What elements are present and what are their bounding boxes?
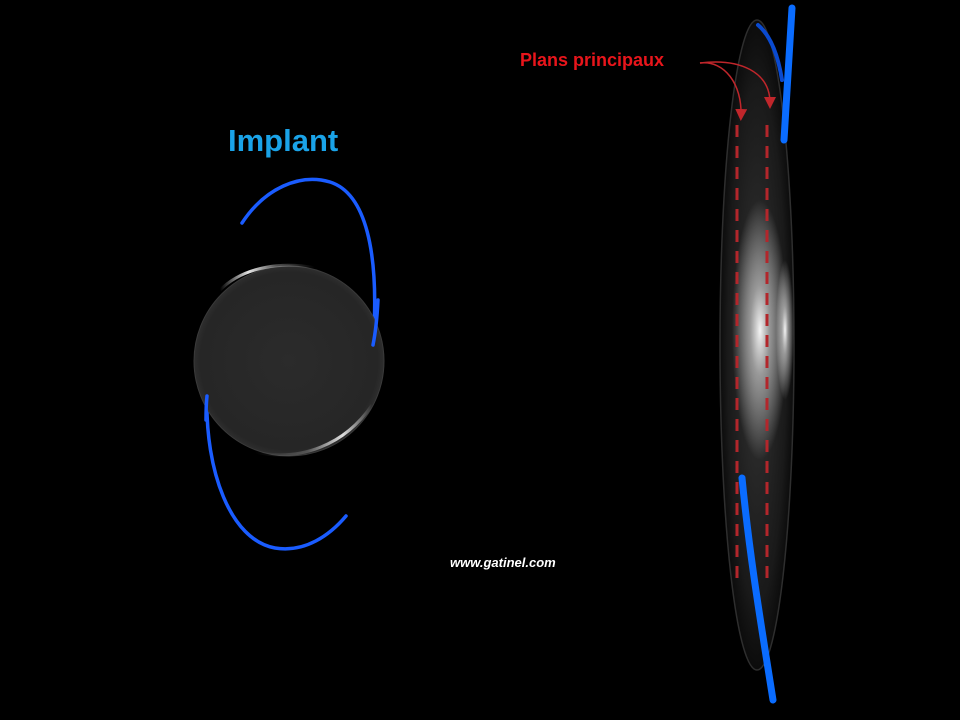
haptic-overlap-left	[204, 394, 209, 422]
side-lens-reflection-2	[776, 260, 794, 400]
pointer-arrow-2	[699, 61, 776, 109]
side-haptic-lower	[738, 474, 777, 704]
upper-haptic	[240, 177, 377, 347]
optic	[193, 265, 385, 457]
optic-highlight-top	[218, 263, 316, 292]
side-view-lens	[699, 4, 796, 704]
implant-label: Implant	[228, 123, 339, 158]
website-label: www.gatinel.com	[450, 555, 556, 570]
lower-haptic	[205, 394, 348, 551]
front-view-lens	[193, 177, 385, 551]
optic-highlight-bottom	[254, 404, 374, 457]
haptic-overlap-right	[371, 298, 380, 347]
side-haptic-upper	[780, 4, 796, 144]
side-haptic-upper-tip	[756, 23, 784, 82]
side-lens-reflection	[732, 200, 788, 460]
principal-planes-label: Plans principaux	[520, 50, 665, 70]
